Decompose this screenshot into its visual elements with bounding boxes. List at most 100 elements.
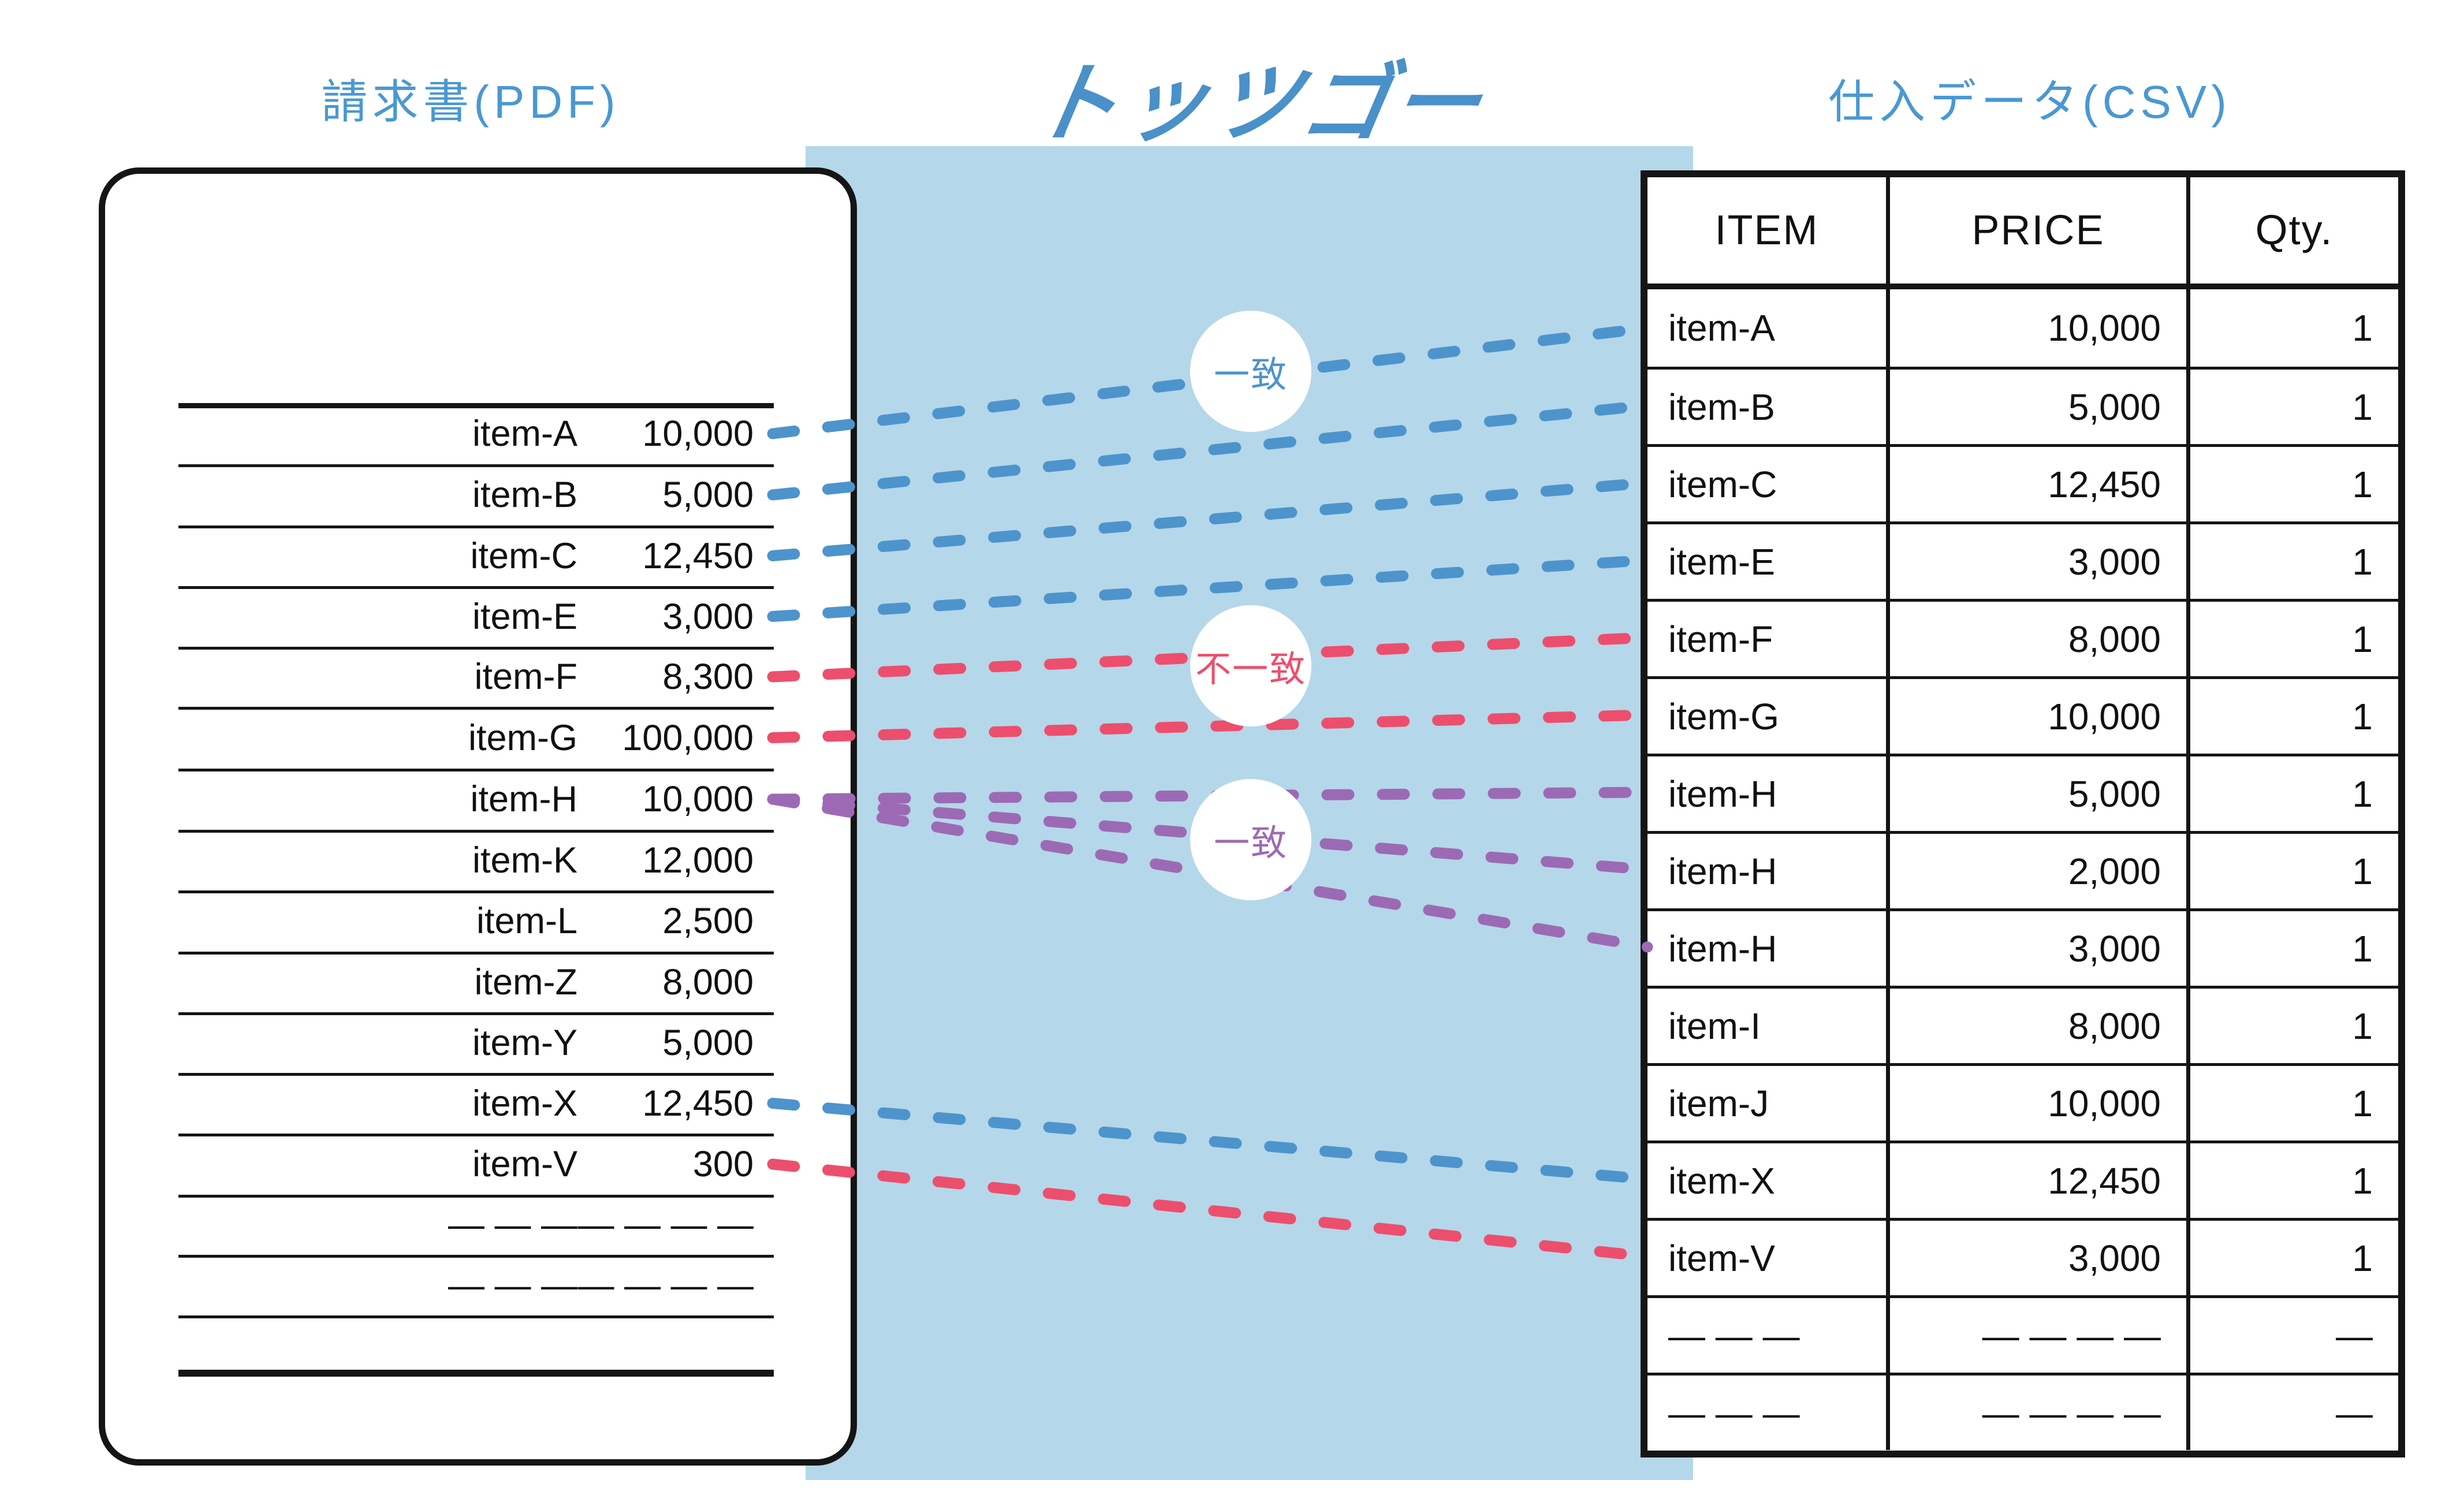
app-logo: トッツゴー	[1023, 55, 1492, 152]
match-badge: 一致	[1190, 311, 1311, 432]
csv-cell-price: 10,000	[1890, 679, 2190, 754]
csv-header-price: PRICE	[1890, 177, 2190, 284]
invoice-item-name: item-A	[472, 413, 577, 454]
invoice-item-name: item-X	[472, 1083, 577, 1124]
csv-cell-qty: 1	[2352, 850, 2373, 892]
invoice-rule-line	[178, 586, 774, 589]
invoice-rule-line	[178, 1073, 774, 1076]
invoice-row: item-L 2,500	[178, 893, 774, 949]
invoice-item-name: item-L	[476, 901, 577, 941]
invoice-item-price: 2,500	[662, 901, 754, 941]
csv-cell-qty: 1	[2352, 1160, 2373, 1202]
csv-cell-item: item-C	[1647, 447, 1890, 521]
invoice-item-name: item-F	[474, 657, 577, 697]
invoice-item-price: 5,000	[662, 1022, 754, 1063]
csv-cell-price: 8,000	[1890, 602, 2190, 676]
csv-cell-item: item-A	[1647, 289, 1890, 367]
invoice-item-name: item-C	[470, 535, 578, 576]
csv-cell-item: — — —	[1647, 1298, 1890, 1373]
csv-cell-item: item-V	[1647, 1221, 1890, 1295]
invoice-item-price: 12,450	[642, 535, 754, 576]
csv-cell-price: 3,000	[1890, 911, 2190, 986]
invoice-item-name: — — —	[448, 1265, 577, 1306]
csv-cell-item: item-B	[1647, 370, 1890, 444]
invoice-row: — — —— — — —	[178, 1197, 774, 1252]
csv-cell-qty: —	[2336, 1314, 2373, 1356]
csv-cell-item: item-E	[1647, 524, 1890, 599]
csv-cell-price: 10,000	[1890, 289, 2190, 367]
invoice-row: item-V 300	[178, 1136, 774, 1192]
csv-cell-qty: 1	[2352, 1237, 2373, 1279]
invoice-rule-line	[178, 952, 774, 955]
invoice-rule-line	[178, 1255, 774, 1258]
invoice-row: item-B 5,000	[178, 467, 774, 523]
csv-cell-price: — — — —	[1890, 1375, 2190, 1450]
csv-cell-item: item-H	[1647, 756, 1890, 831]
invoice-rule-line	[178, 647, 774, 650]
csv-cell-item: item-I	[1647, 989, 1890, 1063]
invoice-item-price: 10,000	[642, 413, 754, 454]
csv-row: — — —— — — ——	[1647, 1373, 2398, 1450]
invoice-row: item-C 12,450	[178, 528, 774, 584]
invoice-item-name: — — —	[448, 1205, 577, 1245]
csv-cell-qty: —	[2336, 1392, 2373, 1434]
match-badge-label: 一致	[1213, 355, 1288, 395]
csv-cell-qty: 1	[2352, 695, 2373, 737]
invoice-row: item-A 10,000	[178, 406, 774, 461]
mismatch-badge: 不一致	[1190, 605, 1311, 726]
invoice-document	[99, 167, 857, 1466]
invoice-item-price: 300	[692, 1144, 754, 1184]
csv-cell-qty: 1	[2352, 307, 2373, 349]
invoice-rule-line	[178, 525, 774, 528]
csv-cell-item: item-F	[1647, 602, 1890, 676]
duplicate-match-badge-label: 一致	[1213, 823, 1288, 863]
csv-cell-price: 5,000	[1890, 756, 2190, 831]
invoice-rule-line	[178, 1195, 774, 1198]
invoice-rule-line	[178, 464, 774, 467]
csv-cell-item: item-X	[1647, 1143, 1890, 1218]
csv-cell-price: 8,000	[1890, 989, 2190, 1063]
invoice-item-name: item-K	[472, 840, 577, 881]
csv-cell-qty: 1	[2352, 618, 2373, 660]
csv-cell-price: 5,000	[1890, 370, 2190, 444]
csv-row: — — —— — — — —	[1647, 1295, 2398, 1373]
csv-cell-price: 12,450	[1890, 447, 2190, 521]
invoice-item-name: item-V	[472, 1144, 577, 1184]
csv-cell-item: item-H	[1647, 911, 1890, 986]
invoice-item-price: — — — —	[577, 1205, 754, 1245]
invoice-item-price: 5,000	[662, 475, 754, 515]
csv-cell-item: item-G	[1647, 679, 1890, 754]
invoice-rule-line	[178, 769, 774, 771]
csv-cell-qty: 1	[2352, 540, 2373, 583]
invoice-rule-line	[178, 707, 774, 710]
invoice-item-price: 100,000	[622, 717, 754, 758]
invoice-rule-line	[178, 890, 774, 893]
invoice-rule-line	[178, 1012, 774, 1015]
duplicate-match-badge: 一致	[1190, 779, 1311, 900]
csv-cell-item: item-J	[1647, 1066, 1890, 1140]
invoice-item-name: item-B	[472, 475, 577, 515]
csv-header-row: ITEM PRICE Qty.	[1647, 177, 2398, 289]
mismatch-badge-label: 不一致	[1195, 650, 1306, 689]
invoice-rule-line	[178, 830, 774, 833]
csv-cell-qty: 1	[2352, 1082, 2373, 1124]
csv-cell-qty: 1	[2352, 1005, 2373, 1047]
csv-cell-item: item-H	[1647, 834, 1890, 908]
csv-cell-price: — — — —	[1890, 1298, 2190, 1373]
csv-title: 仕入データ(CSV)	[1828, 76, 2231, 128]
invoice-item-price: 3,000	[662, 596, 754, 637]
invoice-row: — — —— — — —	[178, 1258, 774, 1313]
